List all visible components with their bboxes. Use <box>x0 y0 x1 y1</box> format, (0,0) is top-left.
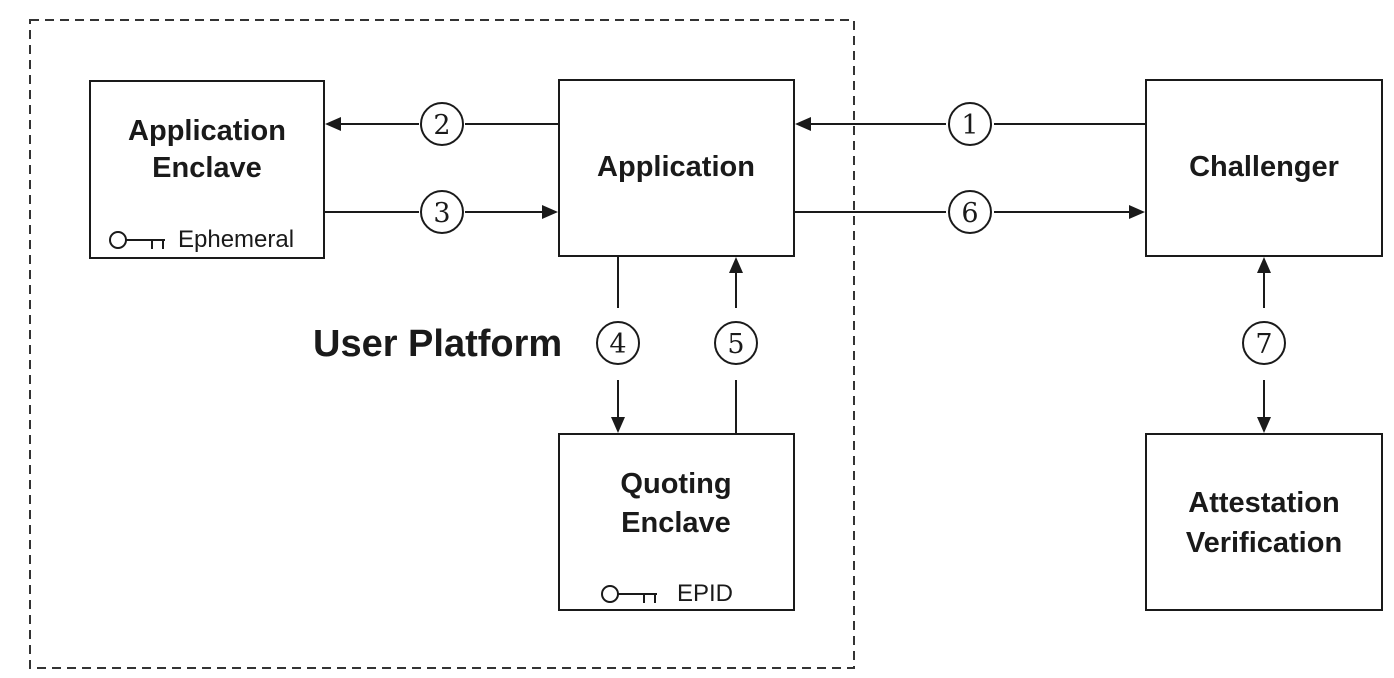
challenger-box: Challenger <box>1145 79 1383 257</box>
arrow-step-3: 3 <box>324 190 558 234</box>
step-1-label: 1 <box>961 110 978 141</box>
application-box: Application <box>558 79 795 257</box>
ephemeral-key-label: Ephemeral <box>178 226 294 253</box>
attestation-title-line1: Attestation <box>1188 487 1339 519</box>
step-5-label: 5 <box>727 329 744 360</box>
arrow-step-4: 4 <box>596 256 640 433</box>
application-enclave-title-line1: Application <box>128 115 286 147</box>
application-title: Application <box>597 151 755 183</box>
step-3-label: 3 <box>433 198 450 229</box>
challenger-title: Challenger <box>1189 151 1339 183</box>
application-enclave-box: Application Enclave Ephemeral <box>89 80 325 259</box>
user-platform-boundary <box>29 19 855 669</box>
arrow-step-7: 7 <box>1242 257 1286 433</box>
arrow-step-6: 6 <box>794 190 1145 234</box>
attestation-verification-box: Attestation Verification <box>1145 433 1383 611</box>
epid-key-label: EPID <box>677 580 733 607</box>
arrow-step-1: 1 <box>795 102 1146 146</box>
quoting-enclave-title-line1: Quoting <box>620 468 731 500</box>
arrow-step-5: 5 <box>714 257 758 434</box>
quoting-enclave-box: Quoting Enclave EPID <box>558 433 795 611</box>
key-icon <box>601 585 657 603</box>
key-icon <box>109 231 165 249</box>
application-enclave-title-line2: Enclave <box>152 152 262 184</box>
quoting-enclave-title-line2: Enclave <box>621 507 731 539</box>
step-7-label: 7 <box>1255 329 1272 360</box>
step-4-label: 4 <box>609 329 626 360</box>
user-platform-label: User Platform <box>313 323 562 365</box>
arrow-step-2: 2 <box>325 102 559 146</box>
step-2-label: 2 <box>433 110 450 141</box>
step-6-label: 6 <box>961 198 978 229</box>
attestation-title-line2: Verification <box>1186 527 1342 559</box>
